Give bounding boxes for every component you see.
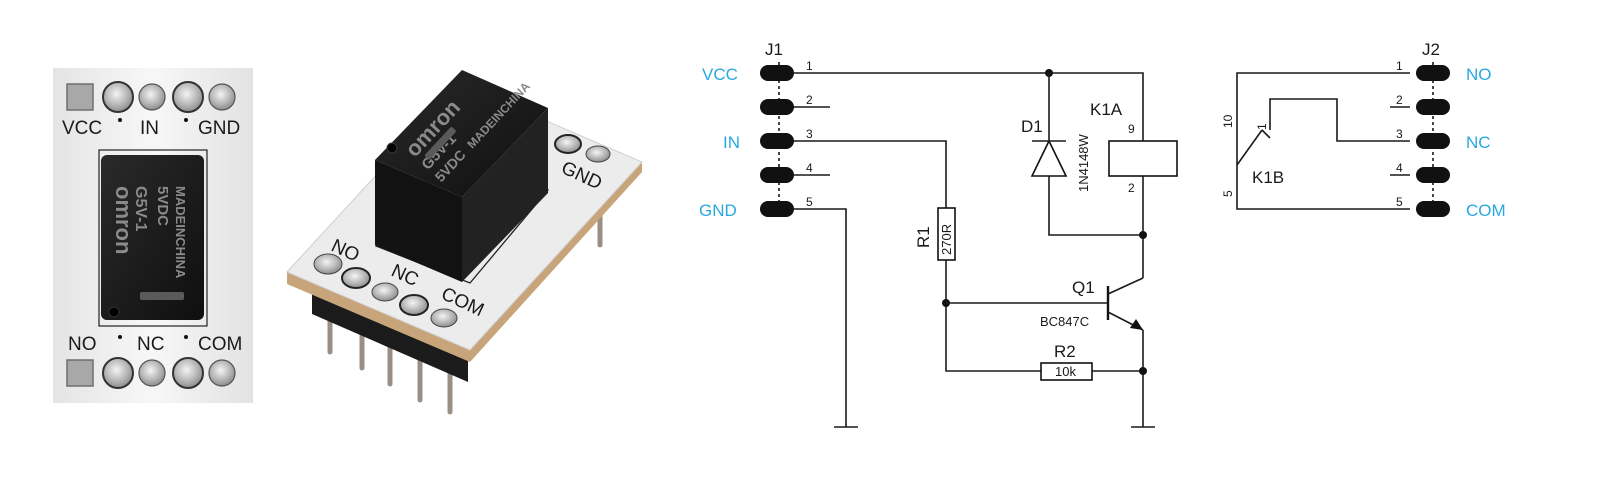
j1-pin-num-2: 2 [806, 93, 813, 107]
j2-signal-com: COM [1466, 201, 1506, 220]
round-pad [172, 81, 204, 113]
relay-pin1-mark-3d [386, 142, 398, 154]
j1-pin-3 [760, 133, 794, 149]
label-no: NO [68, 334, 97, 355]
round-pad [102, 357, 134, 389]
k1b-pin-a: 10 [1221, 114, 1235, 128]
bottom-header-pads [66, 357, 236, 389]
label-vcc: VCC [62, 118, 102, 139]
junction-collector [1139, 231, 1147, 239]
j1-pin-num-1: 1 [806, 59, 813, 73]
diode-d1 [1030, 73, 1143, 236]
silkscreen-dot [118, 335, 122, 339]
q1-value: BC847C [1040, 314, 1089, 329]
pads-3d [313, 134, 611, 328]
relay-stripe [140, 292, 184, 300]
relay-body [101, 155, 204, 320]
module-top-view: VCC IN GND omron G5V-1 5VDC MADEINCHINA … [53, 68, 253, 403]
j1-pin-4 [760, 167, 794, 183]
relay-front-face [375, 160, 462, 282]
j1-ref: J1 [765, 40, 783, 59]
square-pad [66, 359, 94, 387]
j2-pin-5 [1416, 201, 1450, 217]
label-nc: NC [137, 334, 164, 355]
round-pad [138, 83, 166, 111]
round-pad [138, 359, 166, 387]
relay-coil-k1a [1108, 131, 1178, 278]
junction-emitter [1139, 367, 1147, 375]
j2-pins [1416, 65, 1450, 217]
j1-pin-1 [760, 65, 794, 81]
j2-pin-num-3: 3 [1396, 127, 1403, 141]
module-3d-view: NO NC COM GND omron G5V-1 5VDC MADEINCHI… [286, 70, 643, 415]
silkscreen-dot [118, 118, 122, 122]
j2-pin-num-5: 5 [1396, 195, 1403, 209]
j2-pin-num-2: 2 [1396, 93, 1403, 107]
j2-ref: J2 [1422, 40, 1440, 59]
k1b-pin-c: 5 [1221, 190, 1235, 197]
relay-voltage: 5VDC [154, 186, 171, 226]
relay-origin: MADEINCHINA [173, 186, 188, 279]
j2-pin-1 [1416, 65, 1450, 81]
k1b-ref: K1B [1252, 168, 1284, 187]
j2-pin-num-4: 4 [1396, 161, 1403, 175]
j1-pins [760, 65, 794, 217]
round-pad [102, 81, 134, 113]
d1-value: 1N4148W [1076, 133, 1091, 192]
k1b-pin-b: 1 [1255, 123, 1269, 130]
relay-top-face [375, 70, 548, 197]
j2-signal-nc: NC [1466, 133, 1491, 152]
relay-stripe-3d [424, 127, 456, 160]
relay-model: G5V-1 [132, 186, 149, 231]
q1-ref: Q1 [1072, 278, 1095, 297]
relay-side-face [462, 108, 548, 282]
relay-contact-k1b [1236, 72, 1410, 210]
d1-ref: D1 [1021, 117, 1043, 136]
transistor-q1 [946, 277, 1155, 428]
r2-ref: R2 [1054, 342, 1076, 361]
j1-signal-vcc: VCC [702, 65, 738, 84]
pcb-edge [287, 162, 642, 362]
round-pad [208, 83, 236, 111]
j1-signal-gnd: GND [699, 201, 737, 220]
silkscreen-dot [184, 118, 188, 122]
label-com: COM [198, 334, 242, 355]
k1a-ref: K1A [1090, 100, 1123, 119]
square-pad [66, 83, 94, 111]
resistor-r2 [1040, 362, 1143, 381]
j1-pin-num-3: 3 [806, 127, 813, 141]
k1a-pin-bottom: 2 [1128, 181, 1135, 195]
j1-wires [794, 72, 1144, 428]
round-pad [172, 357, 204, 389]
schematic: J1 VCC IN GND 1 2 3 4 5 [699, 40, 1506, 428]
top-header-pads [66, 81, 236, 113]
j2-pin-num-1: 1 [1396, 59, 1403, 73]
relay-brand: omron [111, 186, 136, 254]
r1-ref: R1 [914, 226, 933, 248]
relay-marking: omron G5V-1 5VDC MADEINCHINA [111, 186, 188, 279]
relay-outline [98, 149, 208, 327]
j1-pin-num-4: 4 [806, 161, 813, 175]
r1-value: 270R [939, 224, 954, 255]
round-pad [208, 359, 236, 387]
j1-pin-2 [760, 99, 794, 115]
label-gnd: GND [198, 118, 240, 139]
j2-pin-4 [1416, 167, 1450, 183]
j2-signal-no: NO [1466, 65, 1492, 84]
resistor-r1 [937, 207, 1041, 372]
j1-signal-in: IN [723, 133, 740, 152]
j1-pin-5 [760, 201, 794, 217]
r2-value: 10k [1055, 364, 1076, 379]
pin-header-plastic [312, 292, 468, 382]
j2-pin-2 [1416, 99, 1450, 115]
j1-pin-num-5: 5 [806, 195, 813, 209]
relay-pin1-mark [108, 306, 120, 318]
j2-pin-3 [1416, 133, 1450, 149]
k1a-pin-top: 9 [1128, 122, 1135, 136]
silkscreen-dot [184, 335, 188, 339]
label-in: IN [140, 118, 159, 139]
